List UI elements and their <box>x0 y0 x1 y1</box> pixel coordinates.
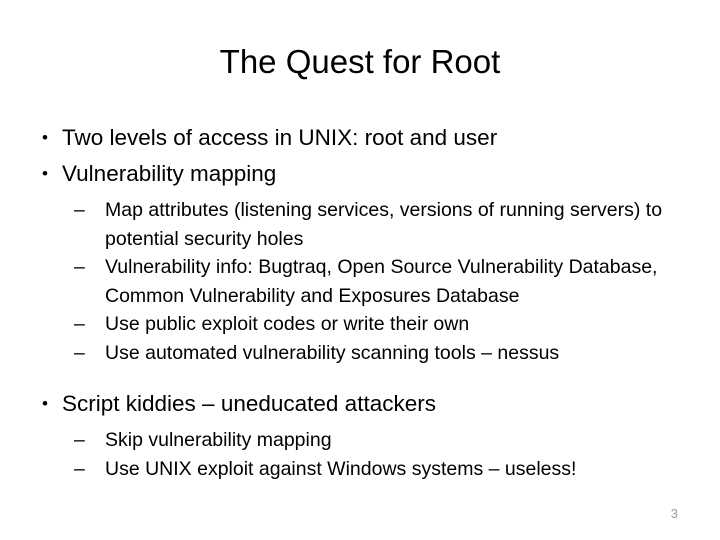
bullet-marker-icon: • <box>42 164 48 183</box>
bullet-marker-icon: • <box>42 128 48 147</box>
dash-marker-icon: – <box>74 313 85 335</box>
sub-bullet-text: Vulnerability info: Bugtraq, Open Source… <box>105 256 658 307</box>
dash-marker-icon: – <box>74 341 85 364</box>
sub-bullet-item-map-attributes: – Map attributes (listening services, ve… <box>74 196 696 253</box>
sub-bullet-text: Skip vulnerability mapping <box>105 429 332 451</box>
sub-bullet-text: Map attributes (listening services, vers… <box>105 199 663 250</box>
bullet-item-access-levels: • Two levels of access in UNIX: root and… <box>36 120 696 156</box>
bullet-list-level-2: – Skip vulnerability mapping – Use UNIX … <box>62 426 696 483</box>
dash-marker-icon: – <box>74 256 85 278</box>
sub-bullet-item-public-exploits: – Use public exploit codes or write thei… <box>74 310 696 339</box>
bullet-item-script-kiddies: • Script kiddies – uneducated attackers … <box>36 386 696 483</box>
slide-body: • Two levels of access in UNIX: root and… <box>36 120 696 483</box>
bullet-marker-icon: • <box>42 394 48 413</box>
slide-number: 3 <box>670 506 678 521</box>
bullet-text: Two levels of access in UNIX: root and u… <box>62 125 498 150</box>
bullet-list-level-1: • Two levels of access in UNIX: root and… <box>36 120 696 483</box>
sub-bullet-item-vulnerability-info: – Vulnerability info: Bugtraq, Open Sour… <box>74 253 696 310</box>
sub-bullet-text: Use automated vulnerability scanning too… <box>105 341 560 364</box>
dash-marker-icon: – <box>74 199 85 221</box>
sub-bullet-text: Use UNIX exploit against Windows systems… <box>105 457 577 480</box>
sub-bullet-item-unix-exploit-windows: – Use UNIX exploit against Windows syste… <box>74 455 696 484</box>
bullet-list-level-2: – Map attributes (listening services, ve… <box>62 196 696 367</box>
dash-marker-icon: – <box>74 457 85 480</box>
sub-bullet-text: Use public exploit codes or write their … <box>105 313 470 335</box>
bullet-item-vulnerability-mapping: • Vulnerability mapping – Map attributes… <box>36 156 696 367</box>
page-title: The Quest for Root <box>219 43 501 80</box>
dash-marker-icon: – <box>74 429 85 451</box>
sub-bullet-item-scanning-tools: – Use automated vulnerability scanning t… <box>74 339 696 368</box>
sub-bullet-item-skip-mapping: – Skip vulnerability mapping <box>74 426 696 455</box>
bullet-text: Vulnerability mapping <box>62 161 277 186</box>
bullet-text: Script kiddies – uneducated attackers <box>62 391 436 416</box>
